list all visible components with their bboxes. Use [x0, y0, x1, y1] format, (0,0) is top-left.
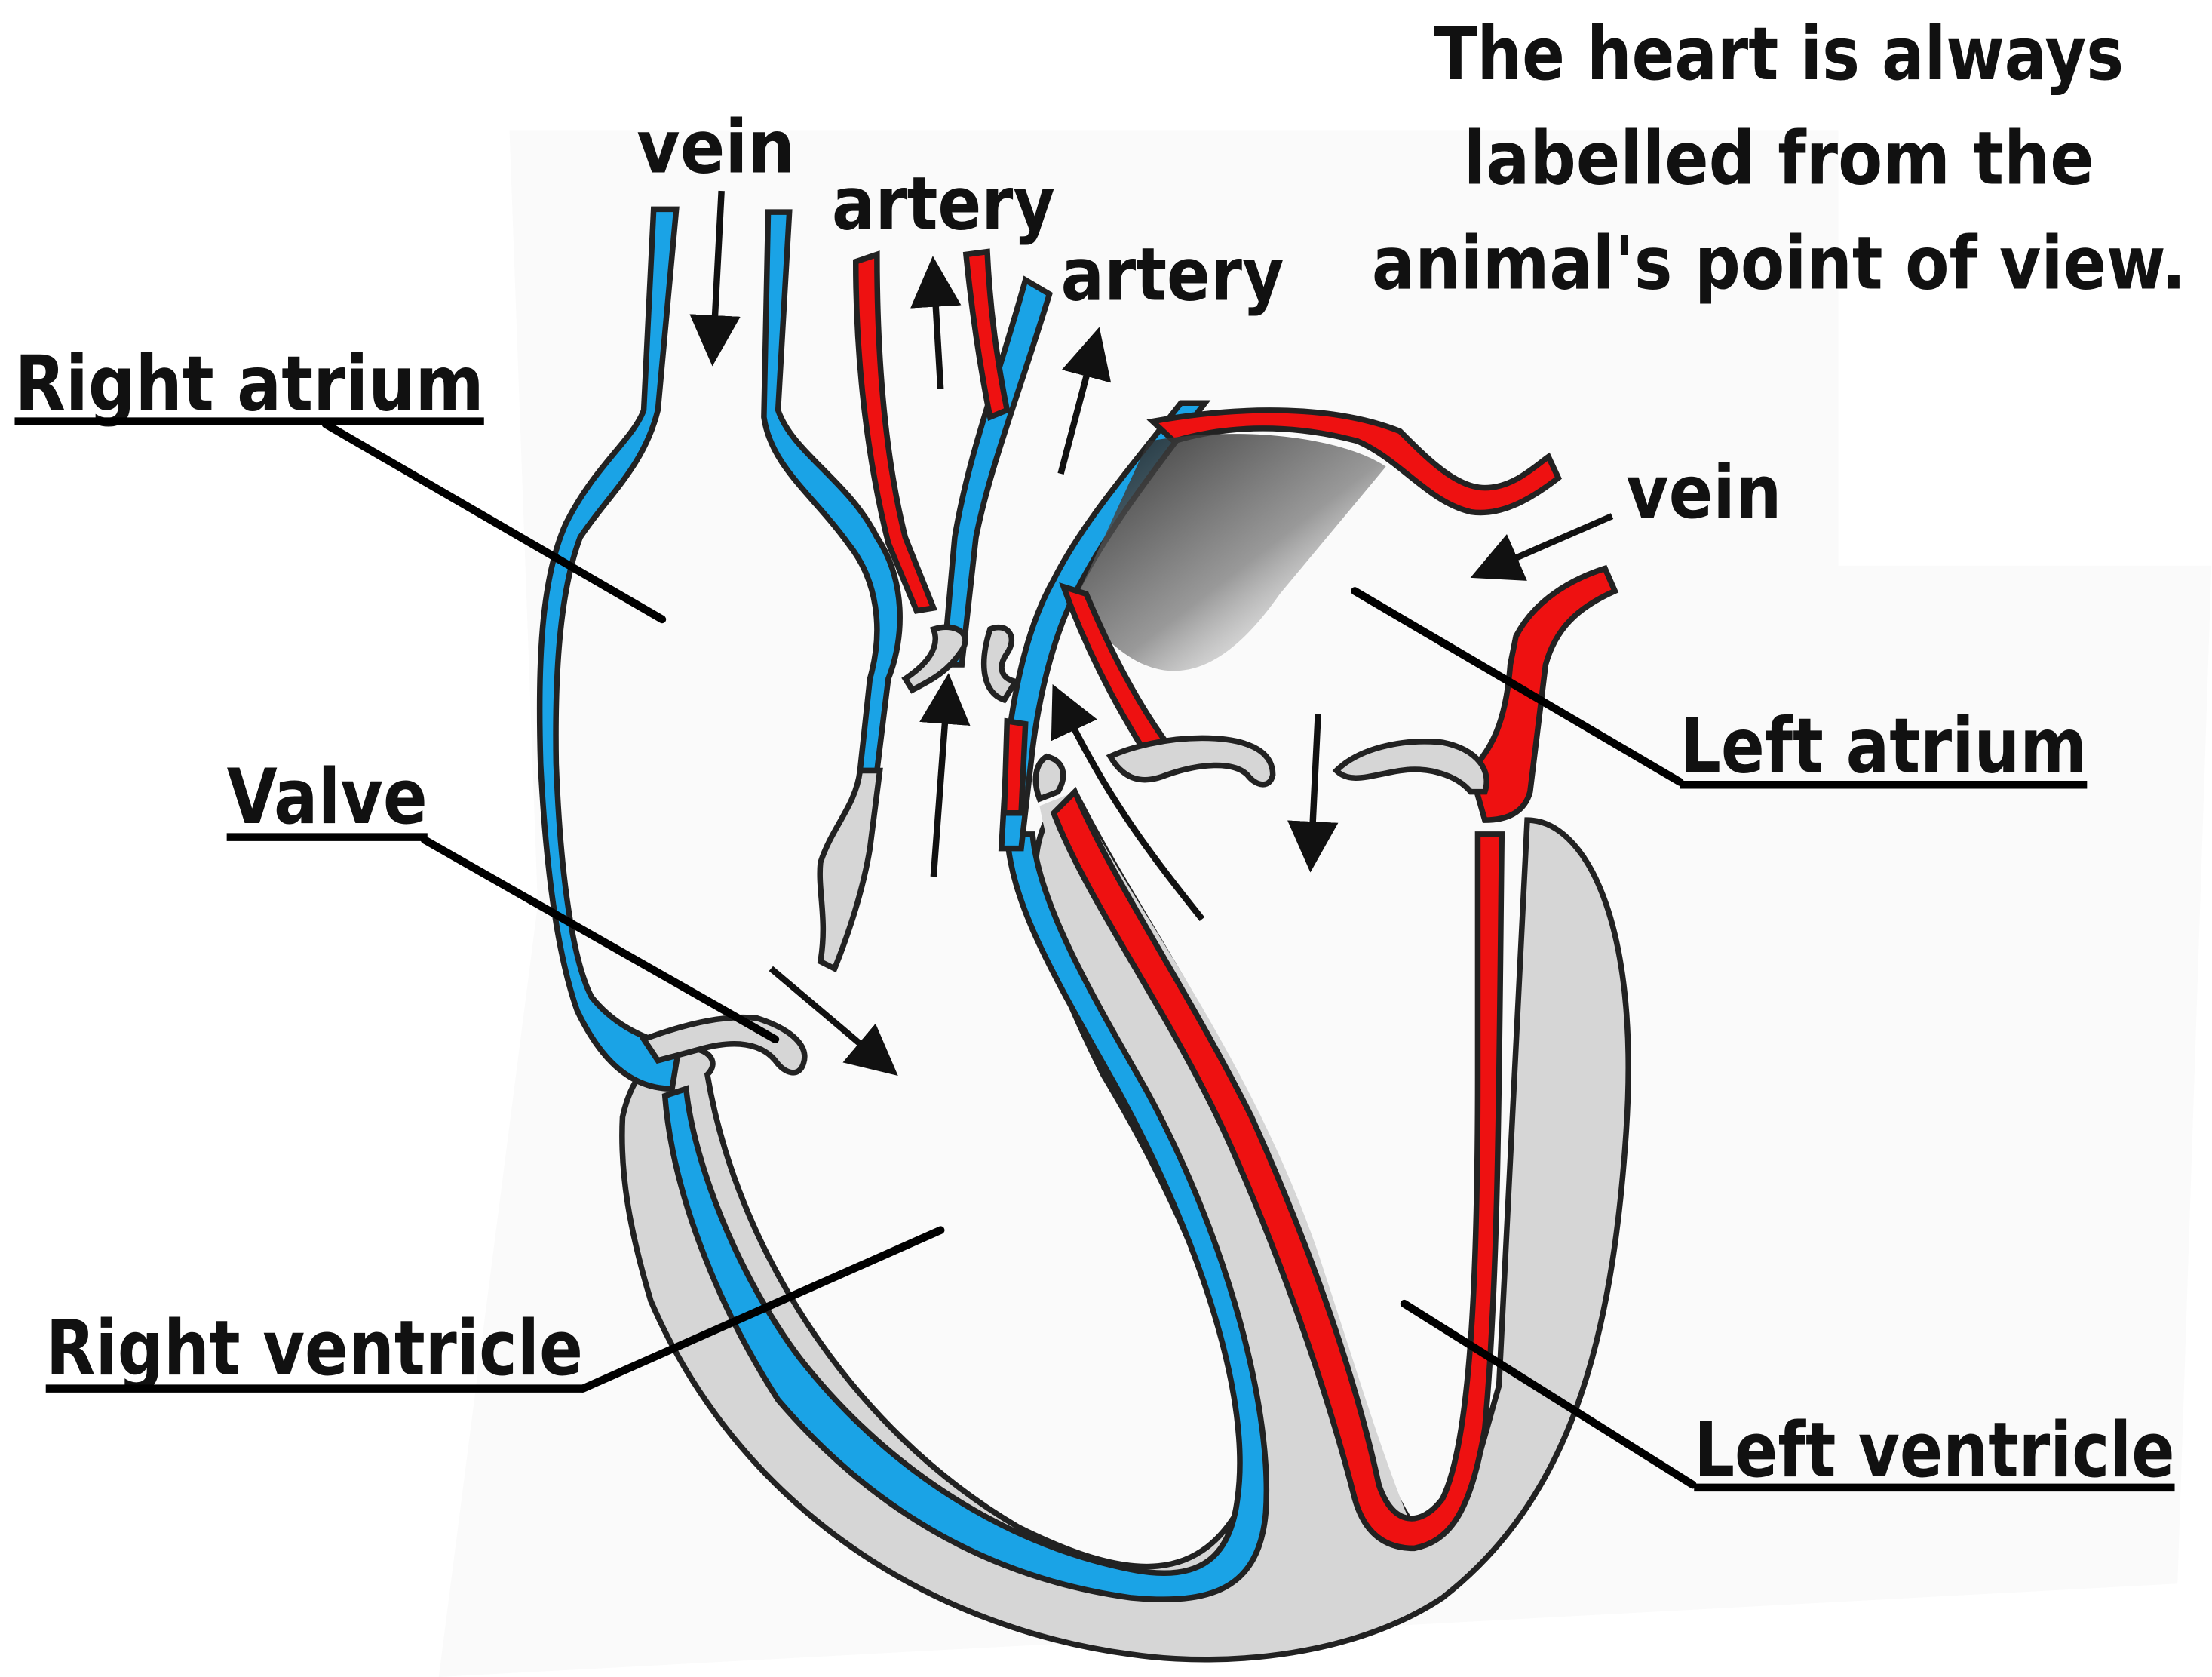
note-line-1: The heart is always: [1434, 11, 2124, 97]
label-left-atrium: Left atrium: [1680, 701, 2087, 790]
label-artery-top: artery: [832, 161, 1055, 247]
note-line-3: animal's point of view.: [1372, 220, 2186, 306]
label-artery-mid: artery: [1061, 232, 1284, 317]
septum-red-strip: [1005, 721, 1026, 813]
label-vein-top: vein: [637, 105, 795, 190]
label-left-ventricle: Left ventricle: [1694, 1405, 2174, 1494]
label-valve: Valve: [227, 752, 428, 841]
label-vein-right: vein: [1626, 450, 1781, 535]
label-right-atrium: Right atrium: [14, 339, 483, 428]
label-right-ventricle: Right ventricle: [46, 1304, 583, 1393]
note-line-2: labelled from the: [1464, 116, 2094, 201]
aortic-valve: [1035, 757, 1063, 799]
